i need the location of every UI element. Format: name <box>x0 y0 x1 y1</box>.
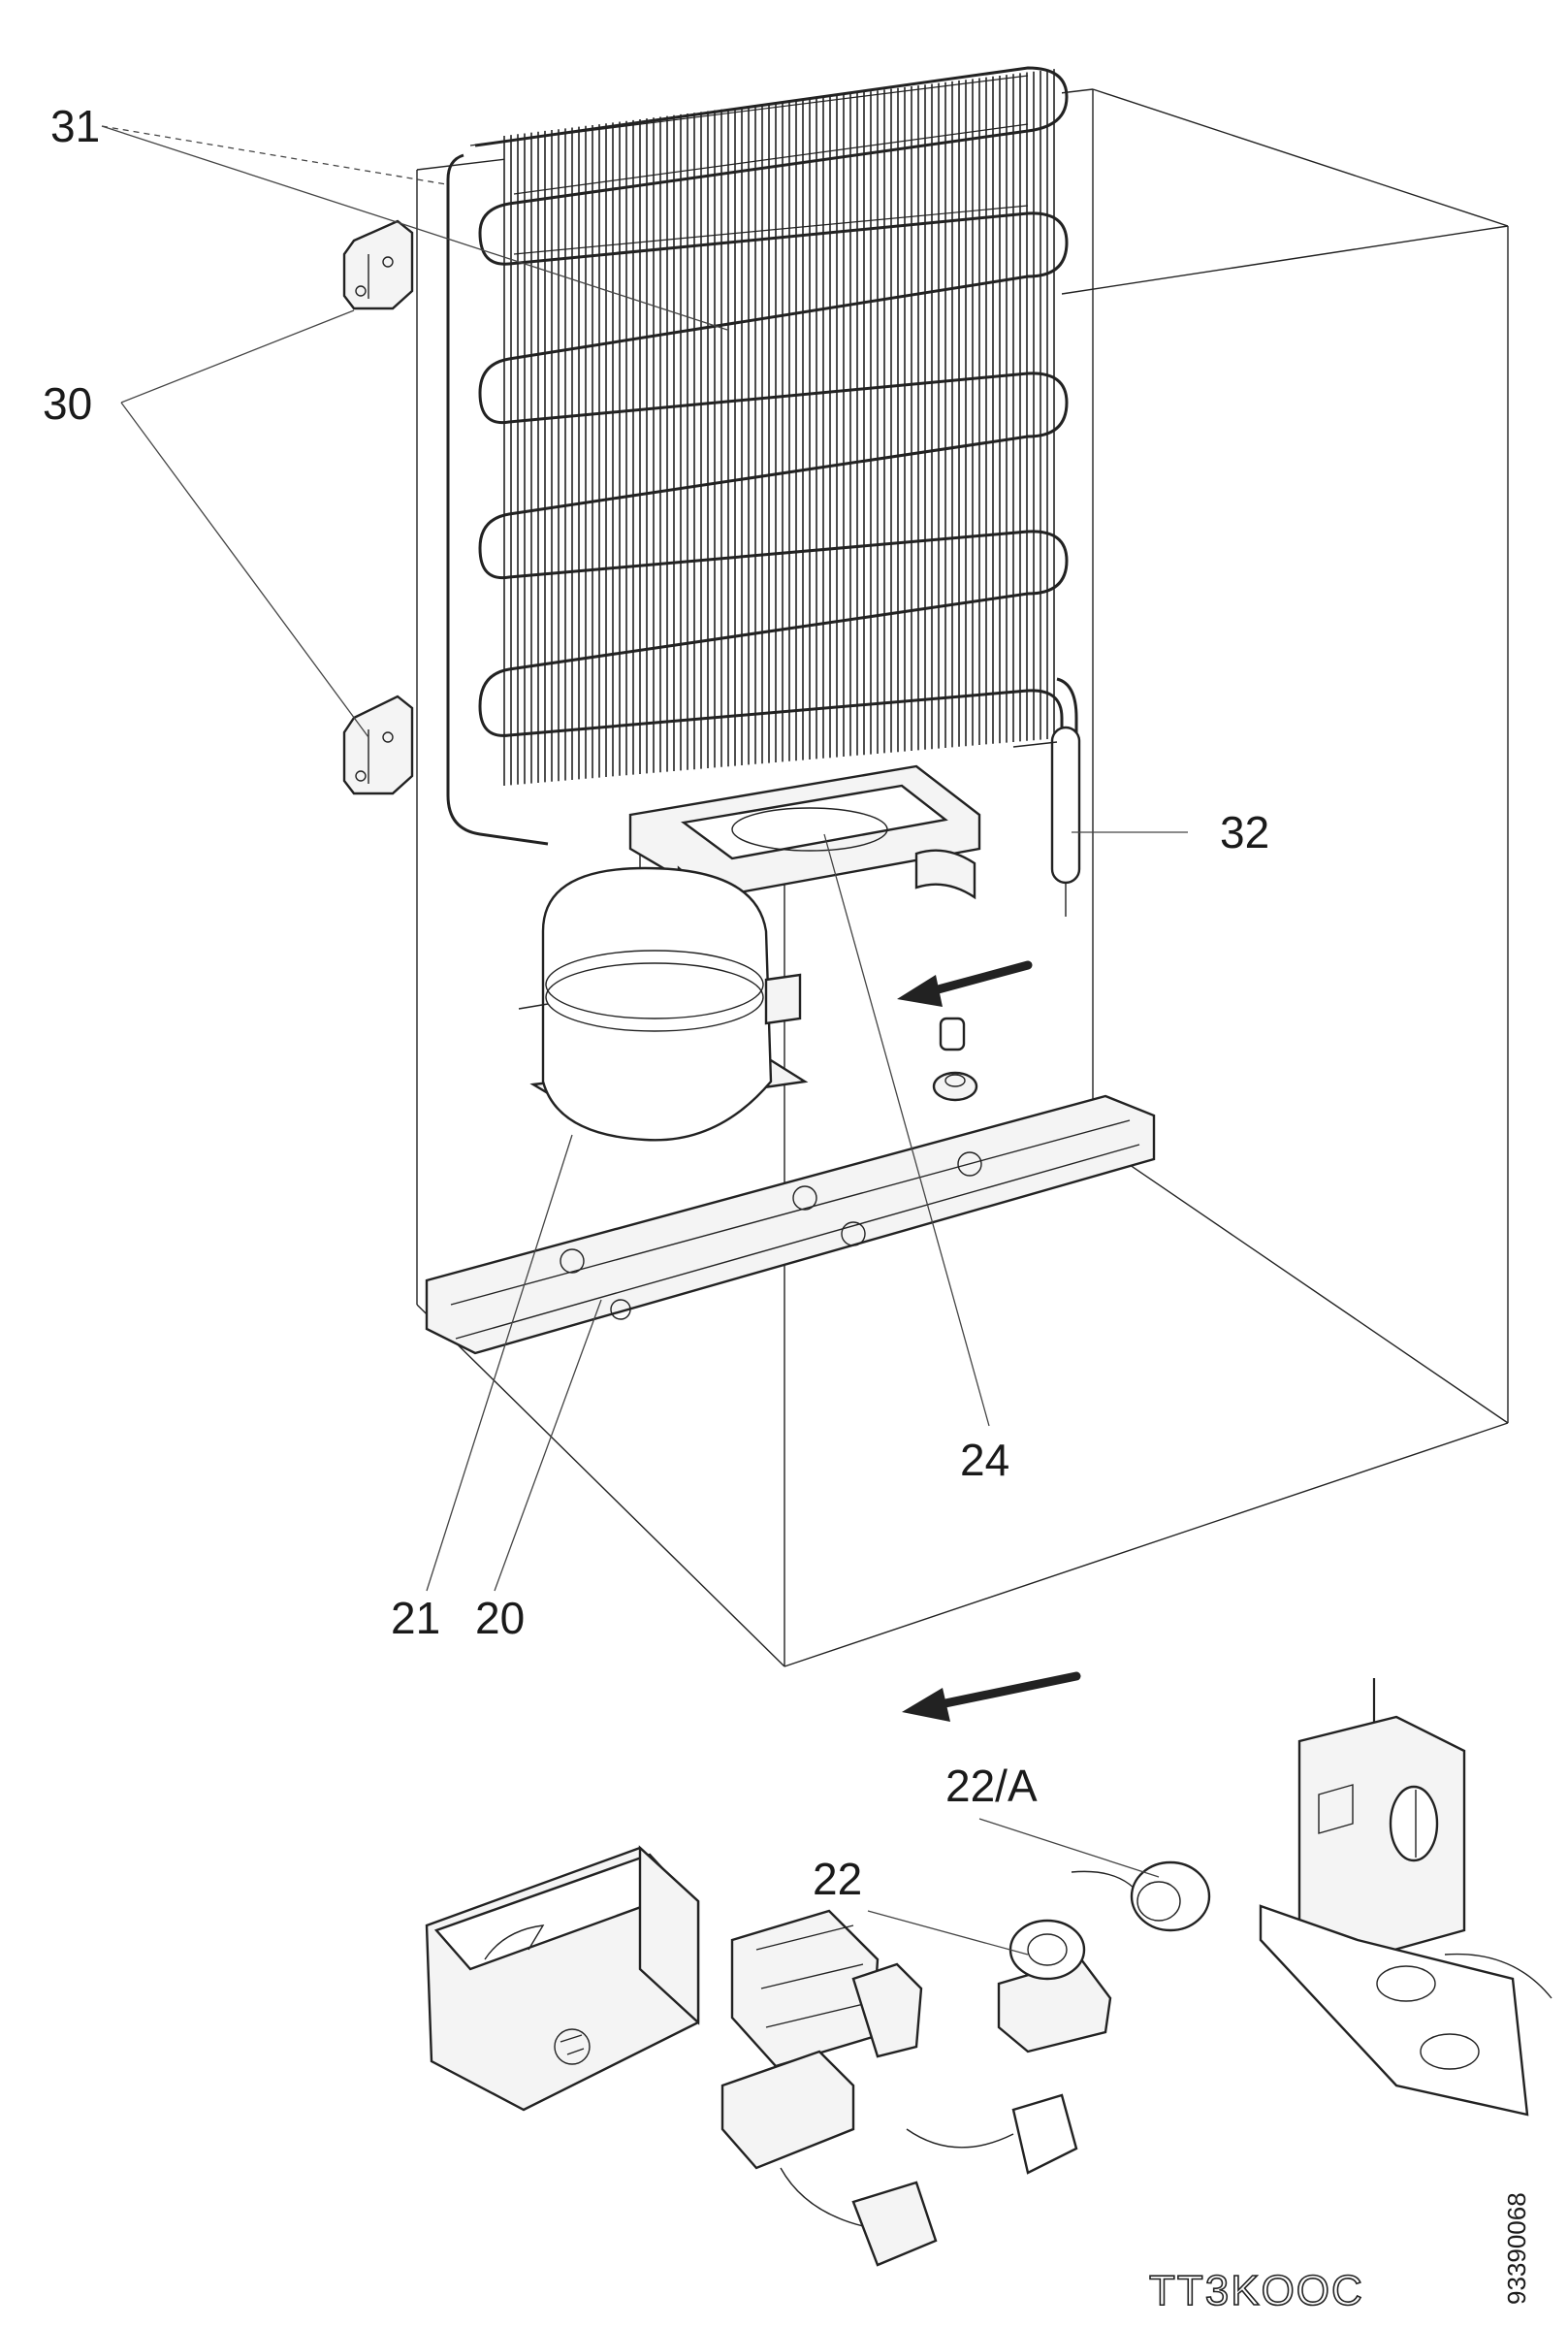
rubber-grommets <box>932 1017 978 1102</box>
relay-clip <box>997 1919 1112 2053</box>
base-rail <box>425 1094 1156 1355</box>
hinge-bracket-upper <box>342 219 414 310</box>
callout-24: 24 <box>960 1435 1009 1485</box>
callout-21: 21 <box>391 1593 440 1643</box>
condenser-coil <box>446 66 1069 846</box>
direction-arrow-upper <box>897 960 1033 1007</box>
document-number: 93390068 <box>1502 2192 1531 2305</box>
callout-32: 32 <box>1220 807 1269 857</box>
starter-relay <box>720 1909 1078 2267</box>
callout-22: 22 <box>813 1854 862 1904</box>
hinge-bracket-lower <box>342 695 414 795</box>
model-code: TT3KOOC <box>1149 2267 1364 2314</box>
callout-30: 30 <box>43 378 92 429</box>
drip-tray <box>628 764 981 934</box>
control-housing <box>425 1845 700 2112</box>
thermostat <box>1071 1860 1211 1932</box>
callout-22a: 22/A <box>945 1761 1038 1811</box>
callout-31: 31 <box>50 101 100 151</box>
direction-arrow-lower <box>902 1671 1081 1722</box>
callout-20: 20 <box>475 1593 525 1643</box>
filter-dryer <box>1012 677 1081 917</box>
compressor-mount-bracket <box>1259 1678 1552 2117</box>
compressor <box>518 854 809 1142</box>
leader-lines <box>101 125 1188 1956</box>
